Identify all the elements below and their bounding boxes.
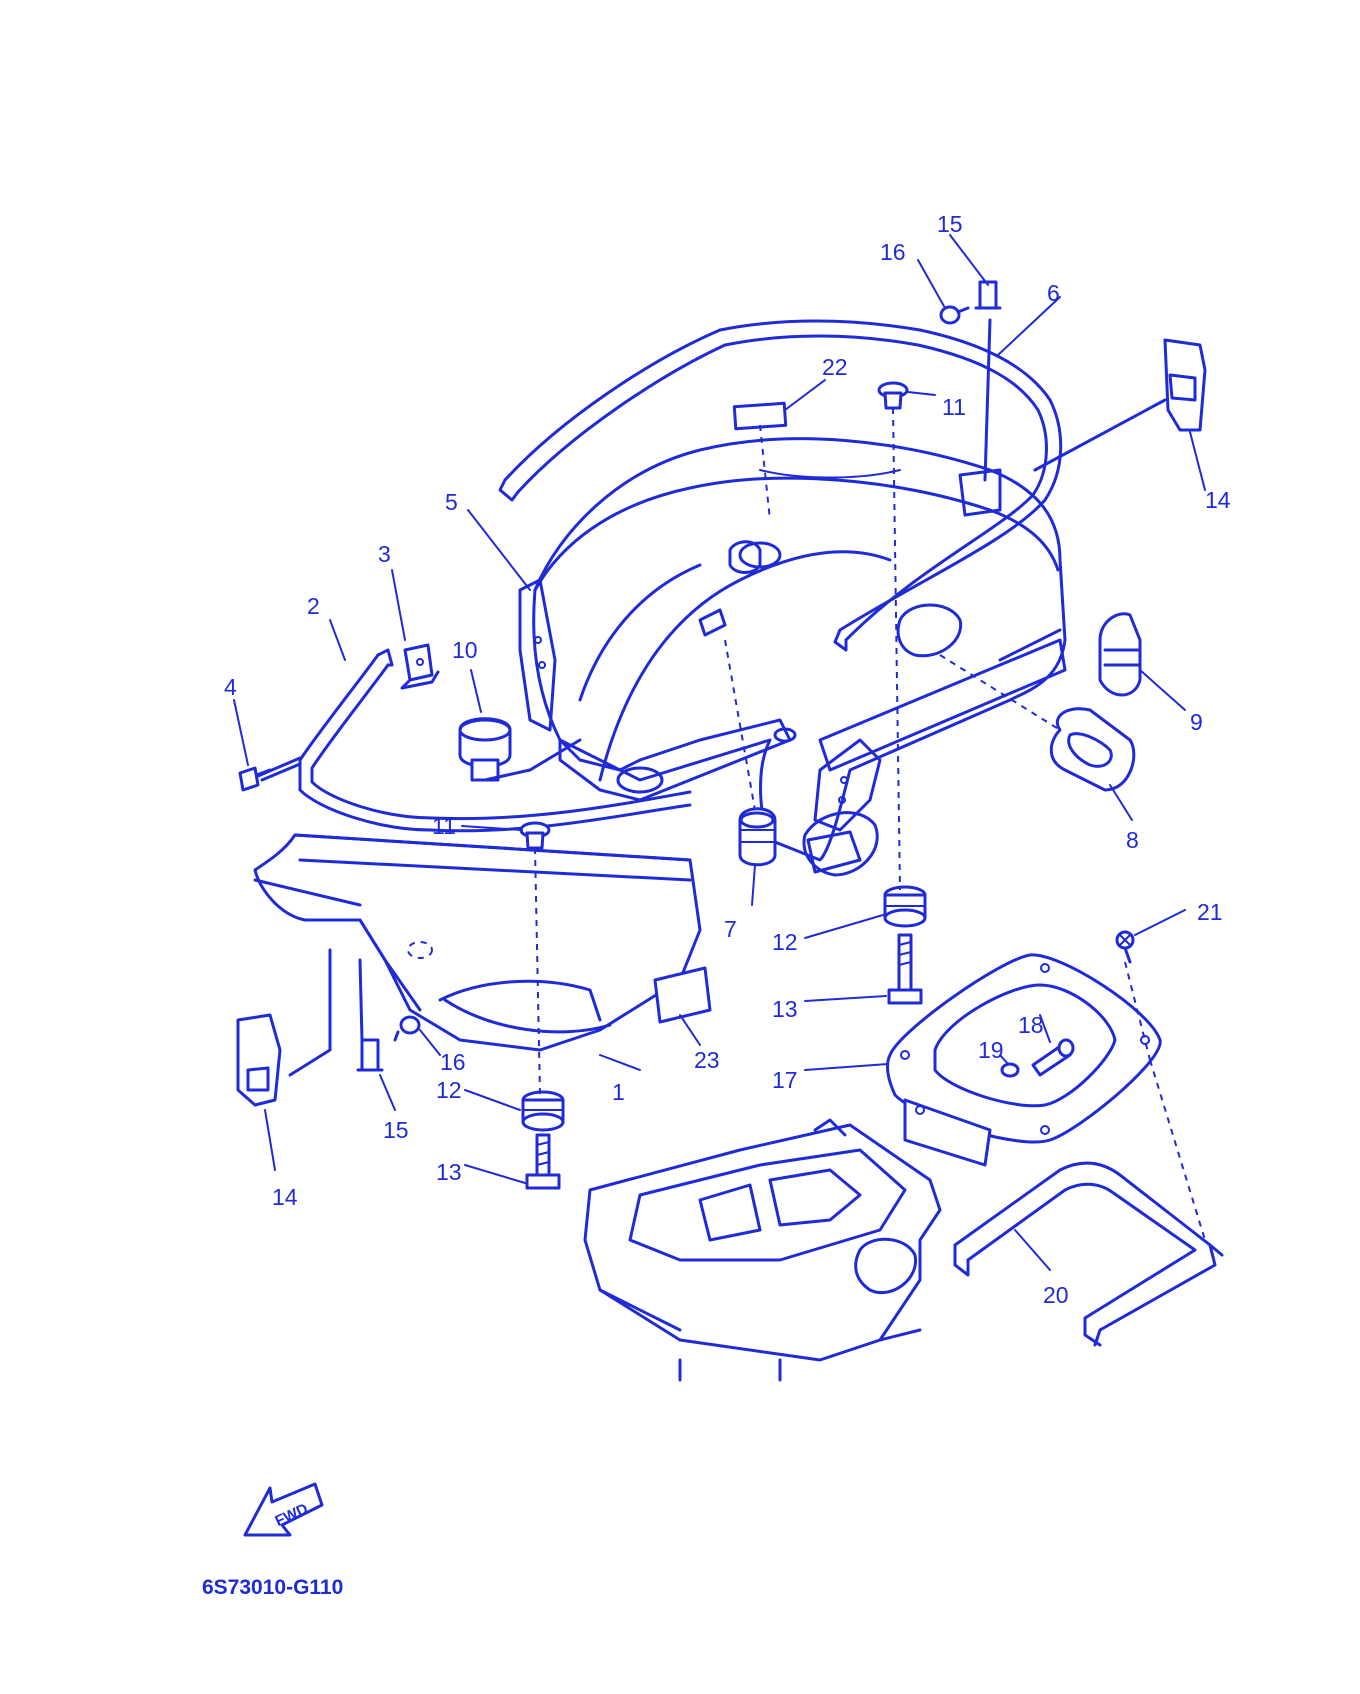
callout-12-right: 12 bbox=[772, 929, 798, 955]
bracket-plate-17 bbox=[886, 953, 1162, 1167]
seal-strip-2 bbox=[298, 648, 692, 833]
callout-12-left: 12 bbox=[436, 1077, 462, 1103]
callout-14-left: 14 bbox=[272, 1184, 298, 1210]
callout-16-right: 16 bbox=[880, 239, 906, 265]
callout-10: 10 bbox=[452, 637, 478, 663]
callout-17: 17 bbox=[772, 1067, 798, 1093]
collar-11-right bbox=[877, 381, 909, 410]
callout-11-left: 11 bbox=[432, 813, 456, 839]
callout-1: 1 bbox=[612, 1079, 625, 1105]
washer-19 bbox=[1000, 1062, 1020, 1078]
alignment-lines bbox=[288, 318, 1206, 1241]
callout-3: 3 bbox=[378, 541, 391, 567]
callout-23: 23 bbox=[694, 1047, 720, 1073]
drawing-code: 6S73010-G110 bbox=[202, 1576, 343, 1599]
callout-9: 9 bbox=[1190, 709, 1203, 735]
rubber-mount-12-left bbox=[521, 1090, 565, 1132]
callout-13-left: 13 bbox=[436, 1159, 462, 1185]
bolt-18 bbox=[1031, 1038, 1075, 1077]
fwd-arrow-icon bbox=[243, 1482, 324, 1537]
callout-6: 6 bbox=[1047, 280, 1060, 306]
callout-5: 5 bbox=[445, 489, 458, 515]
callout-13-right: 13 bbox=[772, 996, 798, 1022]
grommet-7 bbox=[738, 807, 777, 867]
screw-16-left bbox=[393, 1015, 421, 1042]
front-cowling-panel bbox=[253, 833, 702, 1052]
callout-20: 20 bbox=[1043, 1282, 1069, 1308]
callout-22: 22 bbox=[822, 354, 848, 380]
callout-15-left: 15 bbox=[383, 1117, 409, 1143]
bolt-13-right bbox=[887, 933, 923, 1005]
callout-2: 2 bbox=[307, 593, 320, 619]
callout-16-left: 16 bbox=[440, 1049, 466, 1075]
latch-14-left bbox=[236, 1013, 282, 1107]
callout-18: 18 bbox=[1018, 1012, 1044, 1038]
rubber-mount-12-right bbox=[883, 885, 927, 928]
callouts: 1 2 3 4 5 6 7 8 9 10 11 11 12 12 13 13 1… bbox=[224, 211, 1231, 1308]
screw-4 bbox=[238, 756, 302, 792]
callout-19: 19 bbox=[978, 1037, 1004, 1063]
screw-16-right bbox=[939, 305, 970, 325]
fwd-arrow: FWD bbox=[243, 1482, 324, 1537]
callout-21: 21 bbox=[1197, 899, 1223, 925]
collar-11-left bbox=[519, 821, 551, 850]
clip-15-right bbox=[974, 280, 1002, 310]
grommet-10 bbox=[458, 717, 512, 782]
bracket-arm-20 bbox=[953, 1161, 1224, 1347]
callout-14-right: 14 bbox=[1205, 487, 1231, 513]
grommet-8 bbox=[1049, 707, 1136, 792]
label-23 bbox=[653, 966, 712, 1024]
leader-lines bbox=[233, 234, 1206, 1271]
callout-11-right: 11 bbox=[942, 394, 966, 420]
grommet-9 bbox=[1098, 612, 1142, 697]
bottom-cowling-body bbox=[518, 437, 1067, 877]
callout-8: 8 bbox=[1126, 827, 1139, 853]
seal-strip-6 bbox=[498, 319, 1063, 652]
label-22 bbox=[732, 401, 788, 431]
screw-21 bbox=[1115, 930, 1135, 964]
callout-7: 7 bbox=[724, 916, 737, 942]
callout-15-right: 15 bbox=[937, 211, 963, 237]
latch-14-right bbox=[1163, 338, 1207, 432]
clip-3 bbox=[400, 643, 440, 690]
bolt-13-left bbox=[525, 1133, 561, 1190]
lower-casing bbox=[583, 1118, 942, 1382]
callout-4: 4 bbox=[224, 674, 237, 700]
clip-15-left bbox=[356, 1038, 384, 1072]
